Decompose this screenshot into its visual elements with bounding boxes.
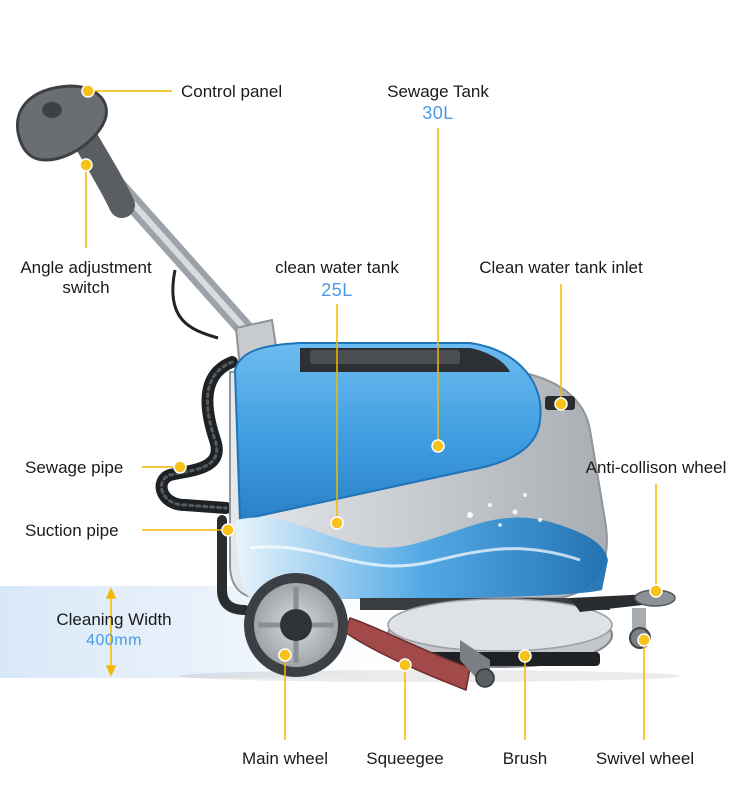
label-brush: Brush bbox=[502, 749, 548, 768]
label-cleaning-width: Cleaning Width bbox=[56, 610, 172, 629]
label-squeegee: Squeegee bbox=[366, 749, 444, 768]
main-wheel bbox=[244, 573, 348, 677]
label-clean-water-tank: clean water tank bbox=[275, 258, 399, 277]
squeegee-blade bbox=[344, 617, 495, 692]
label-suction-pipe: Suction pipe bbox=[25, 521, 119, 540]
label-anti-collision-wheel: Anti-collison wheel bbox=[585, 458, 727, 477]
label-cleaning-width-value: 400mm bbox=[86, 632, 142, 649]
handle bbox=[15, 84, 255, 340]
label-sewage-tank-capacity: 30L bbox=[422, 103, 454, 123]
label-clean-water-tank-capacity: 25L bbox=[321, 280, 353, 300]
water-splash bbox=[236, 517, 608, 600]
callout-lines bbox=[85, 90, 657, 740]
label-main-wheel: Main wheel bbox=[242, 749, 328, 768]
bumper-arm bbox=[570, 589, 676, 649]
brush-deck bbox=[360, 598, 613, 668]
tank-body bbox=[233, 342, 542, 522]
callout-dot-icons bbox=[79, 84, 663, 672]
label-swivel-wheel: Swivel wheel bbox=[595, 749, 695, 768]
width-arrow-icon bbox=[105, 587, 117, 677]
label-control-panel: Control panel bbox=[181, 82, 283, 101]
label-angle-switch-line2: switch bbox=[62, 278, 110, 297]
label-angle-switch-line1: Angle adjustment bbox=[20, 258, 152, 277]
hoses bbox=[155, 356, 250, 615]
label-clean-water-inlet: Clean water tank inlet bbox=[479, 258, 643, 277]
label-sewage-pipe: Sewage pipe bbox=[25, 458, 124, 477]
label-sewage-tank: Sewage Tank bbox=[387, 82, 489, 101]
